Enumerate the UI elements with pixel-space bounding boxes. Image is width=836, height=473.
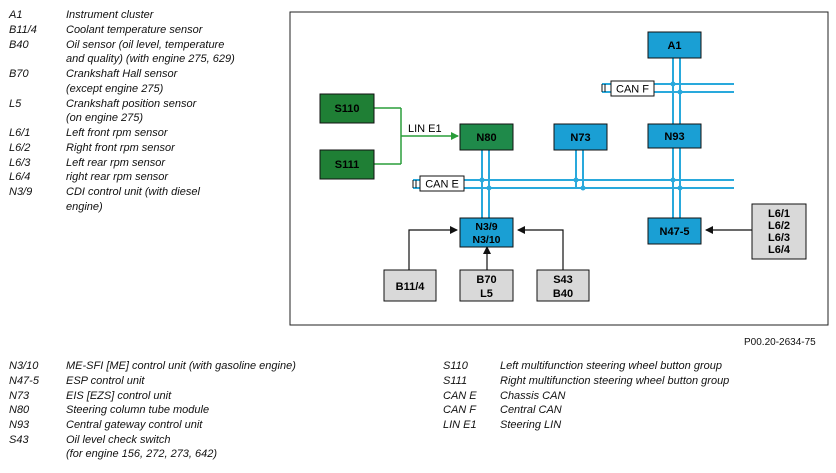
- ecu-n93-label: N93: [664, 131, 684, 143]
- sensor-l6-3-label: L6/3: [768, 232, 790, 244]
- legend-description: and quality) (with engine 275, 629): [66, 53, 235, 65]
- legend-code: S111: [443, 374, 468, 387]
- lin-e1-label: LIN E1: [408, 123, 442, 135]
- legend-description: Instrument cluster: [66, 9, 154, 21]
- sensor-b11-4-label: B11/4: [396, 281, 426, 293]
- can-e-label-text: CAN E: [425, 179, 459, 191]
- switch-s110-label: S110: [334, 103, 359, 115]
- ecu-n47-5-label: N47-5: [660, 226, 690, 238]
- legend-code: B11/4: [9, 23, 37, 36]
- can-connections: [481, 58, 681, 218]
- sensor-b11-4: B11/4: [383, 269, 437, 302]
- ecu-n73: N73: [553, 123, 608, 151]
- sensor-l5-label: L5: [480, 288, 493, 300]
- diagram-frame: [289, 11, 829, 326]
- legend-description: (for engine 156, 272, 273, 642): [66, 448, 218, 461]
- ecu-n80: N80: [459, 123, 514, 151]
- legend-description: ME-SFI [ME] control unit (with gasoline …: [66, 360, 296, 372]
- ecu-a1-label: A1: [667, 40, 681, 52]
- sensor-s43-b40: S43 B40: [536, 269, 590, 302]
- legend-code: CAN F: [443, 404, 476, 417]
- can-f-label-text: CAN F: [616, 84, 649, 96]
- legend-code: B40: [9, 38, 29, 51]
- sensor-l6-2-label: L6/2: [768, 220, 790, 232]
- legend-description: right rear rpm sensor: [66, 171, 169, 184]
- sensor-l6-4-label: L6/4: [768, 244, 791, 256]
- legend-description: (on engine 275): [66, 112, 144, 124]
- ecu-a1: A1: [647, 31, 702, 59]
- legend-code: L6/4: [9, 171, 31, 184]
- lin-e1-bus: [374, 107, 459, 165]
- legend-description: Crankshaft Hall sensor: [66, 68, 178, 80]
- legend-description: Left multifunction steering wheel button…: [500, 360, 722, 372]
- legend-code: L6/1: [9, 127, 31, 139]
- sensor-b40-label: B40: [553, 288, 573, 300]
- legend-code: N80: [9, 404, 30, 417]
- legend-description: Right front rpm sensor: [66, 141, 175, 154]
- switch-s111: S111: [319, 149, 375, 180]
- legend-code: S43: [9, 433, 29, 446]
- legend-code: N73: [9, 389, 30, 402]
- sensor-l6-group: L6/1 L6/2 L6/3 L6/4: [751, 203, 807, 260]
- legend-code: B70: [9, 68, 29, 80]
- legend-description: Right multifunction steering wheel butto…: [500, 374, 730, 387]
- can-e-label: CAN E: [419, 175, 465, 192]
- legend-code: A1: [9, 9, 23, 21]
- legend-description: (except engine 275): [66, 82, 164, 95]
- figure-reference: P00.20-2634-75: [744, 337, 816, 348]
- sensor-s43-label: S43: [553, 274, 573, 286]
- legend-description: Oil sensor (oil level, temperature: [66, 38, 225, 51]
- sensor-l6-1-label: L6/1: [768, 208, 790, 220]
- legend-code: CAN E: [443, 389, 477, 402]
- legend-description: Steering LIN: [500, 419, 562, 431]
- legend-description: Steering column tube module: [66, 404, 210, 417]
- can-junction-dots: [479, 81, 683, 191]
- ecu-n80-label: N80: [476, 132, 496, 144]
- legend-description: ESP control unit: [66, 374, 145, 387]
- legend-description: Chassis CAN: [500, 389, 566, 402]
- legend-description: Coolant temperature sensor: [66, 23, 203, 36]
- ecu-n47-5: N47-5: [647, 217, 702, 245]
- legend-code: LIN E1: [443, 419, 477, 431]
- legend-code: L5: [9, 97, 22, 110]
- legend-description: engine): [66, 200, 103, 213]
- ecu-n3-9-label: N3/9: [475, 221, 497, 233]
- legend-description: Left front rpm sensor: [66, 127, 168, 139]
- legend-code: N47-5: [9, 374, 39, 387]
- legend-code: N93: [9, 419, 30, 431]
- ecu-n73-label: N73: [570, 132, 590, 144]
- legend-description: Central gateway control unit: [66, 419, 203, 431]
- legend-description: EIS [EZS] control unit: [66, 389, 172, 402]
- legend-description: CDI control unit (with diesel: [66, 186, 200, 198]
- sensor-links: [408, 226, 752, 270]
- ecu-n3-10-label: N3/10: [472, 234, 500, 246]
- legend-description: Crankshaft position sensor: [66, 97, 197, 110]
- sensor-b70-l5: B70 L5: [459, 269, 514, 302]
- legend-description: Central CAN: [500, 404, 562, 417]
- switch-s110: S110: [319, 93, 375, 124]
- legend-description: Left rear rpm sensor: [66, 156, 166, 169]
- sensor-b70-label: B70: [476, 274, 496, 286]
- ecu-n3-9-n3-10: N3/9 N3/10: [459, 217, 514, 248]
- legend-code: L6/2: [9, 141, 31, 154]
- legend-code: S110: [443, 360, 468, 372]
- legend-code: N3/10: [9, 360, 39, 372]
- legend-description: Oil level check switch: [66, 433, 171, 446]
- can-f-label: CAN F: [610, 80, 655, 97]
- ecu-n93: N93: [647, 123, 702, 149]
- legend-code: L6/3: [9, 156, 31, 169]
- switch-s111-label: S111: [335, 159, 359, 171]
- legend-code: N3/9: [9, 186, 33, 198]
